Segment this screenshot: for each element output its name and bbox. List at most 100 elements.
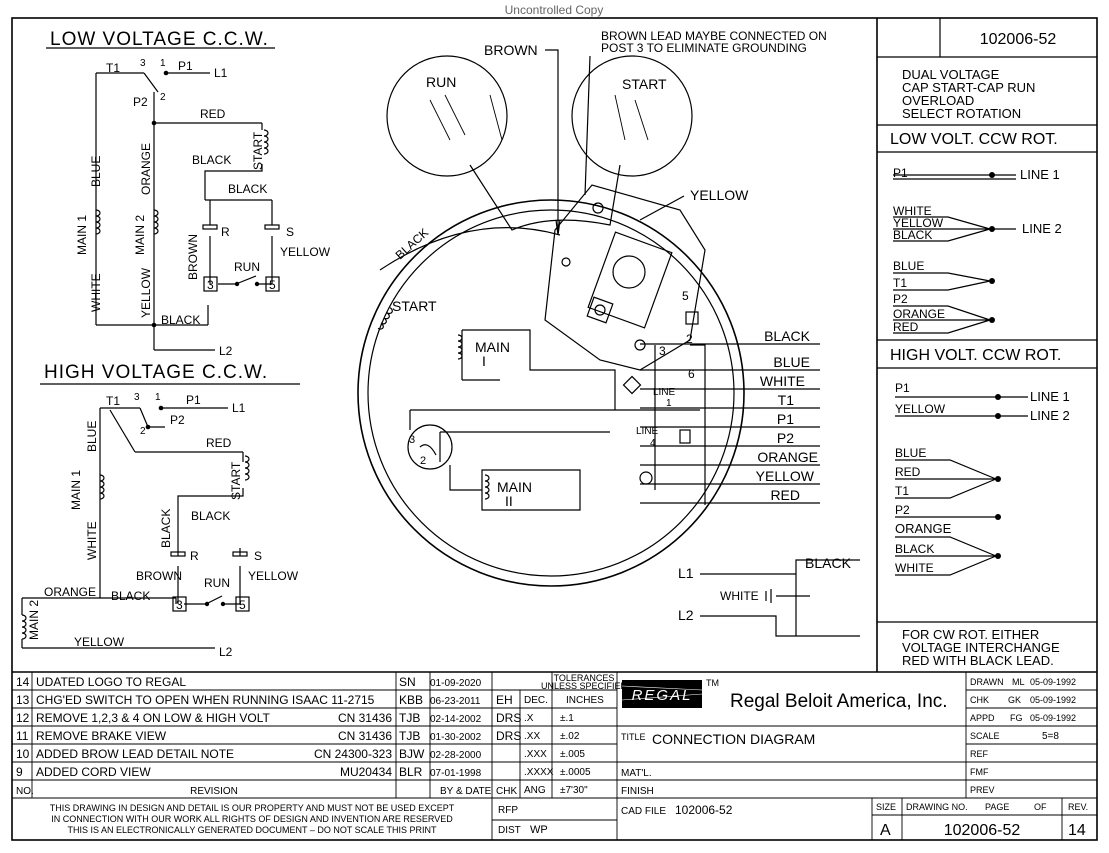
low-blue: BLUE (893, 259, 924, 273)
hv-black-top-label: BLACK (191, 509, 230, 523)
high-white: WHITE (895, 561, 934, 575)
center-black-diag-label: BLACK (393, 225, 432, 262)
lv-r-label: R (221, 225, 230, 239)
revision-by: BJW (399, 747, 425, 761)
lv-n2: 2 (160, 92, 166, 103)
lv-main2-label: MAIN 2 (133, 215, 147, 255)
revision-no: 14 (16, 675, 30, 689)
lv-start-capacitor (264, 224, 280, 230)
cad-file: 102006-52 (675, 803, 733, 817)
finish-label: FINISH (621, 786, 654, 797)
motor-housing-inner (367, 209, 735, 577)
lv-s-label: S (286, 225, 294, 239)
hv-main1-label: MAIN 1 (69, 470, 83, 510)
rev-header-revision: REVISION (190, 786, 238, 797)
low-line1: LINE 1 (1020, 167, 1060, 182)
hv-terminal-5 (235, 596, 250, 612)
rev-value: 14 (1068, 822, 1086, 839)
hv-black-side-label: BLACK (159, 509, 173, 548)
hv-n1: 1 (155, 392, 161, 403)
revision-chk: DRS (496, 711, 521, 725)
high-line1: LINE 1 (1030, 389, 1070, 404)
lv-white-label: WHITE (89, 273, 103, 312)
line4-marker-a: LINE (636, 426, 659, 437)
center-brown-label: BROWN (484, 42, 538, 58)
tol-head2: UNLESS SPECIFIED (541, 681, 628, 691)
low-yellow: YELLOW (893, 216, 944, 230)
high-orange: ORANGE (895, 521, 952, 536)
tolerances-block: TOLERANCES UNLESS SPECIFIED DEC. INCHES … (524, 673, 628, 796)
low-voltage-title: LOW VOLTAGE C.C.W. (50, 29, 269, 50)
lv-l2-label: L2 (219, 344, 233, 358)
high-yellow: YELLOW (895, 402, 946, 416)
overload-terminal-2: 2 (420, 455, 426, 467)
main1-label-b: I (482, 353, 486, 369)
switch-terminal-3: 3 (659, 344, 666, 358)
hv-red-label: RED (206, 436, 232, 450)
part-number: 102006-52 (980, 31, 1057, 48)
low-voltage-diagram: LOW VOLTAGE C.C.W. T1 3 1 P1 L1 P2 2 RED… (46, 29, 331, 358)
lead-p1: P1 (640, 411, 820, 428)
revision-code: MU20434 (340, 765, 392, 779)
revision-code: CN 31436 (338, 711, 392, 725)
lead-p2-label: P2 (777, 430, 794, 446)
chk-label: CHK (970, 695, 989, 705)
hv-yellow-label: YELLOW (74, 635, 125, 649)
note-line-3: RED WITH BLACK LEAD. (902, 653, 1054, 668)
lv-orange-label: ORANGE (139, 143, 153, 195)
regal-logo-text: REGAL (632, 687, 693, 704)
high-line2: LINE 2 (1030, 408, 1070, 423)
revision-date: 02-28-2000 (430, 750, 482, 761)
line4-marker-b: 4 (650, 438, 656, 449)
chk-by: GK (1008, 695, 1021, 705)
revision-date: 07-01-1998 (430, 768, 482, 779)
hv-terminal-3 (172, 596, 187, 612)
lv-run-label: RUN (234, 260, 260, 274)
brown-note-line2: POST 3 TO ELIMINATE GROUNDING (601, 41, 807, 55)
revision-desc: CHG'ED SWITCH TO OPEN WHEN RUNNING ISAAC… (36, 693, 375, 707)
tol-angval: ±7'30" (560, 785, 588, 796)
lv-p1-label: P1 (178, 59, 193, 73)
appd-by: FG (1010, 713, 1023, 723)
appd-label: APPD (970, 713, 995, 723)
main2-label-b: II (505, 493, 513, 509)
lv-terminal-5 (265, 276, 280, 292)
desc-line-3: OVERLOAD (902, 93, 974, 108)
page-label: PAGE (985, 802, 1009, 812)
drawing-title: CONNECTION DIAGRAM (652, 731, 815, 747)
line1-marker-b: 1 (666, 398, 672, 409)
drawing-no-label: DRAWING NO. (906, 802, 968, 812)
high-p2: P2 (895, 503, 910, 517)
rev-header-bydate: BY & DATE (440, 786, 492, 797)
rfp-label: RFP (498, 805, 518, 816)
run-capacitor-circle (386, 55, 508, 177)
revision-date: 01-30-2002 (430, 732, 482, 743)
fmf-label: FMF (970, 767, 989, 777)
tol-r3-a: .XXX (524, 749, 547, 760)
revision-by: KBB (399, 693, 423, 707)
tol-head1: TOLERANCES (554, 673, 615, 683)
revision-chk: DRS (496, 729, 521, 743)
lv-terminal-3-label: 3 (207, 278, 214, 292)
ref-label: REF (970, 749, 989, 759)
prev-label: PREV (970, 785, 995, 795)
legal-line-2: IN CONNECTION WITH OUR WORK ALL RIGHTS O… (51, 814, 453, 824)
lv-blue-label: BLUE (89, 156, 103, 187)
dist-label: DIST (498, 825, 521, 836)
revision-no: 10 (16, 747, 30, 761)
hv-start-capacitor (232, 551, 248, 557)
drawn-by: ML (1012, 677, 1025, 687)
motor-end-view: RUN START BROWN BROWN LEAD MAYBE CONNECT… (357, 29, 827, 587)
switch-terminal-5: 5 (682, 289, 689, 303)
title-label: TITLE (621, 732, 646, 742)
low-red: RED (893, 320, 919, 334)
low-p1: P1 (893, 166, 908, 180)
lead-t1: T1 (640, 392, 820, 409)
switch-terminal-6: 6 (688, 367, 695, 381)
lead-p2: P2 (640, 430, 820, 447)
drawn-label: DRAWN (970, 677, 1004, 687)
regal-logo-box (622, 680, 702, 708)
lead-black: BLACK (640, 328, 820, 345)
tol-inches: INCHES (566, 695, 604, 706)
